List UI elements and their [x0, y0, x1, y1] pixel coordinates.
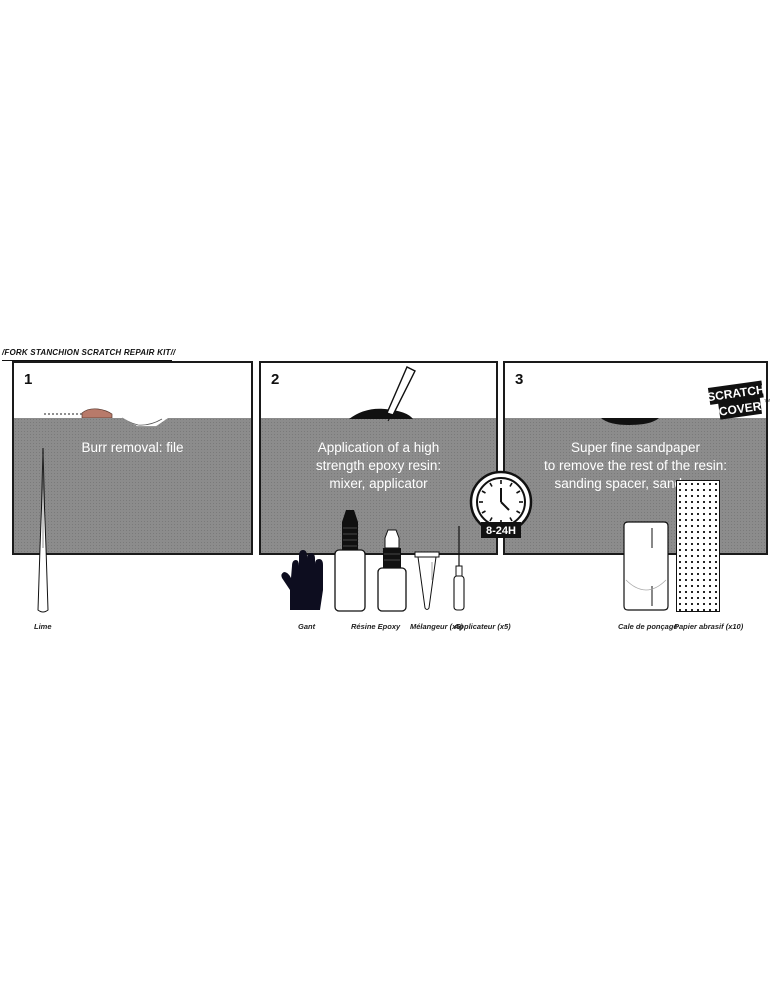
step-3-caption-line-1: Super fine sandpaper	[570, 440, 701, 455]
mixer-cup-icon	[414, 551, 440, 610]
logo-word-cover: COVER	[718, 399, 763, 419]
step-3-number: 3	[515, 371, 524, 388]
applicator-icon	[453, 526, 465, 611]
resin-drop-2	[349, 366, 416, 422]
timer-clock-icon: 8-24H	[469, 470, 533, 538]
stanchion-surface-2	[261, 418, 496, 553]
timer-label: 8-24H	[486, 525, 516, 537]
spacer-label: Cale de ponçage	[618, 622, 678, 631]
scratch-profile-1	[44, 408, 163, 426]
step-1-caption: Burr removal: file	[14, 439, 251, 457]
step-2-caption-line-2: strength epoxy resin:	[315, 458, 442, 473]
title-underline	[2, 360, 172, 361]
step-1-caption-line-1: Burr removal: file	[81, 440, 184, 455]
mixer-label: Mélangeur (x5)	[410, 622, 463, 631]
step-2-panel: 2 Application of a high strength epoxy r…	[259, 361, 498, 555]
stanchion-surface-1	[14, 418, 251, 553]
sandpaper-sheet-icon	[676, 480, 720, 612]
glove-label: Gant	[298, 622, 316, 631]
step-2-number: 2	[271, 371, 280, 388]
file-label: Lime	[34, 622, 52, 631]
sandpaper-label: Papier abrasif (x10)	[674, 622, 744, 631]
glove-icon	[281, 550, 323, 610]
step-3-caption-line-2: to remove the rest of the resin:	[543, 458, 728, 473]
logo-trademark: TM	[764, 398, 770, 404]
file-tool-icon	[37, 447, 49, 613]
step-2-caption: Application of a high strength epoxy res…	[261, 439, 496, 493]
step-3-caption: Super fine sandpaper to remove the rest …	[505, 439, 766, 493]
step-2-caption-line-3: mixer, applicator	[329, 476, 428, 491]
step-3-caption-line-3: sanding spacer, sandpaper	[554, 476, 717, 491]
scratch-cover-logo: SCRATCH COVER TM	[706, 380, 770, 420]
epoxy-bottle-large-icon	[334, 510, 366, 612]
resin-label: Résine Epoxy	[351, 622, 401, 631]
step-1-number: 1	[24, 371, 33, 388]
applicator-label: Applicateur (x5)	[454, 622, 511, 631]
resin-remnant-3	[601, 418, 659, 425]
step-2-caption-line-1: Application of a high	[317, 440, 440, 455]
step-1-panel: 1 Burr removal: file	[12, 361, 253, 555]
kit-title: /FORK STANCHION SCRATCH REPAIR KIT//	[2, 348, 176, 357]
epoxy-bottle-small-icon	[377, 529, 407, 612]
sanding-spacer-icon	[623, 521, 669, 611]
